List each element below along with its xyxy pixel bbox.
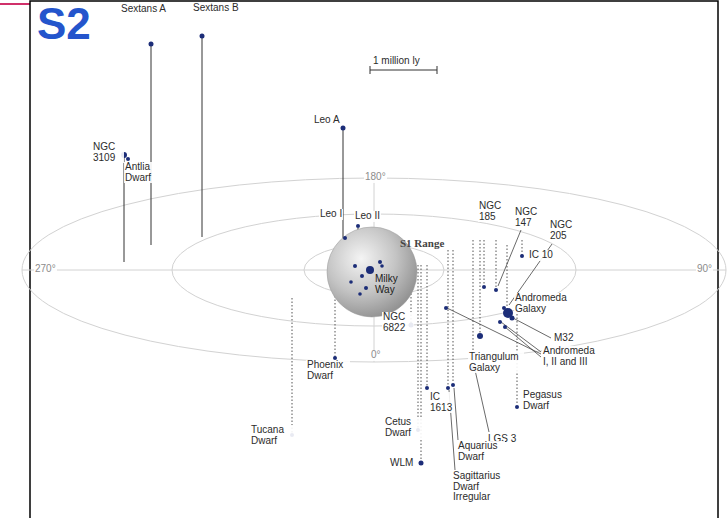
angle-label: 270° <box>34 264 57 275</box>
galaxy-label: WLM <box>389 458 414 469</box>
galaxy-label: NGC 3109 <box>92 142 124 163</box>
accent-line <box>0 3 30 5</box>
galaxy-label: Antlia Dwarf <box>124 162 160 183</box>
galaxy-label: Sagittarius Dwarf Irregular <box>452 471 508 503</box>
galaxy-label: Sextans A <box>120 4 167 15</box>
slide-number: S2 <box>36 2 92 46</box>
galaxy-label: M32 <box>553 333 574 344</box>
galaxy-label: NGC 6822 <box>382 312 414 333</box>
galaxy-label: NGC 147 <box>514 207 542 228</box>
scale-bar <box>370 66 437 74</box>
angle-label: 180° <box>364 172 387 183</box>
angle-label: 0° <box>370 350 382 361</box>
galaxy-dots <box>121 34 524 466</box>
galaxy-label: NGC 205 <box>549 220 577 241</box>
galaxy-label: Triangulum Galaxy <box>468 352 524 373</box>
plane-rings <box>22 178 726 362</box>
galaxy-label: NGC 185 <box>478 201 506 222</box>
galaxy-label: Aquarius Dwarf <box>457 441 505 462</box>
galaxy-label: Milky Way <box>374 274 406 295</box>
angle-label: 90° <box>696 264 713 275</box>
galaxy-label: Phoenix Dwarf <box>306 360 350 381</box>
galaxy-label: Leo A <box>313 115 341 126</box>
galaxy-label: Andromeda Galaxy <box>514 293 568 314</box>
stalks-above <box>124 38 358 264</box>
galaxy-label: Sextans B <box>192 3 240 14</box>
range-label: S1 Range <box>399 238 445 250</box>
galaxy-label: Cetus Dwarf <box>384 417 422 438</box>
scale-label: 1 million ly <box>372 56 421 67</box>
leader-lines <box>447 230 552 470</box>
galaxy-label: IC 1613 <box>429 392 453 413</box>
galaxy-label: IC 10 <box>528 250 554 261</box>
frame <box>30 1 718 518</box>
galaxy-label: Tucana Dwarf <box>250 425 294 446</box>
galaxy-label: Leo I <box>319 209 343 220</box>
galaxy-label: Leo II <box>354 211 381 222</box>
galaxy-label: Pegasus Dwarf <box>522 390 566 411</box>
galaxy-label: Andromeda I, II and III <box>542 346 604 367</box>
